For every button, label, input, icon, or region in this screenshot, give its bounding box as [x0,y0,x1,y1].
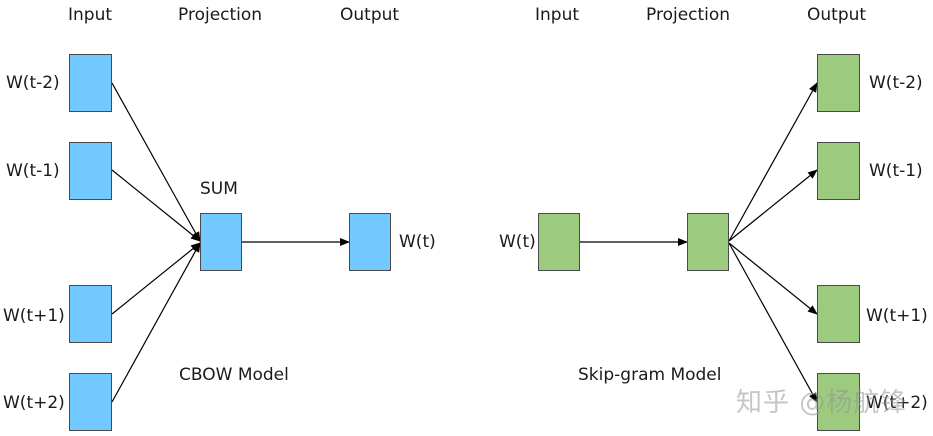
cbow-header-input: Input [68,5,113,25]
cbow-input-label-1: W(t-2) [6,73,60,93]
skipgram-output-label-4: W(t+2) [866,393,928,413]
skipgram-input-box [538,213,580,271]
cbow-input-box-3 [69,285,112,343]
cbow-input-label-4: W(t+2) [3,393,65,413]
skipgram-arrow-output-2 [728,169,818,242]
cbow-input-box-2 [69,142,112,200]
skipgram-output-box-4 [817,373,860,431]
skipgram-arrow-output-3 [728,242,818,315]
skipgram-header-output: Output [807,5,867,25]
skipgram-header-projection: Projection [646,5,731,25]
cbow-input-box-4 [69,373,112,431]
cbow-projection-box [200,213,242,271]
skipgram-model-name: Skip-gram Model [578,365,722,385]
cbow-projection-label: SUM [200,179,238,199]
cbow-arrow-input-2 [111,169,201,242]
cbow-header-output: Output [340,5,400,25]
skipgram-output-box-3 [817,285,860,343]
cbow-model-name: CBOW Model [179,365,289,385]
watermark: 知乎 @杨航锋 [736,388,908,418]
cbow-input-label-2: W(t-1) [6,161,60,181]
skipgram-input-label: W(t) [499,232,536,252]
skipgram-arrow-output-4 [728,242,818,403]
skipgram-header-input: Input [535,5,580,25]
cbow-arrow-input-3 [111,242,201,315]
skipgram-output-label-3: W(t+1) [866,306,928,326]
cbow-output-label: W(t) [399,232,436,252]
cbow-input-label-3: W(t+1) [3,306,65,326]
cbow-header-projection: Projection [178,5,263,25]
skipgram-output-label-1: W(t-2) [869,73,923,93]
skipgram-output-label-2: W(t-1) [869,161,923,181]
cbow-output-box [349,213,391,271]
skipgram-arrow-output-1 [728,82,818,242]
skipgram-output-box-2 [817,142,860,200]
cbow-arrow-input-1 [111,82,201,242]
cbow-input-box-1 [69,54,112,112]
skipgram-output-box-1 [817,54,860,112]
cbow-arrow-input-4 [111,242,201,403]
skipgram-projection-box [687,213,729,271]
